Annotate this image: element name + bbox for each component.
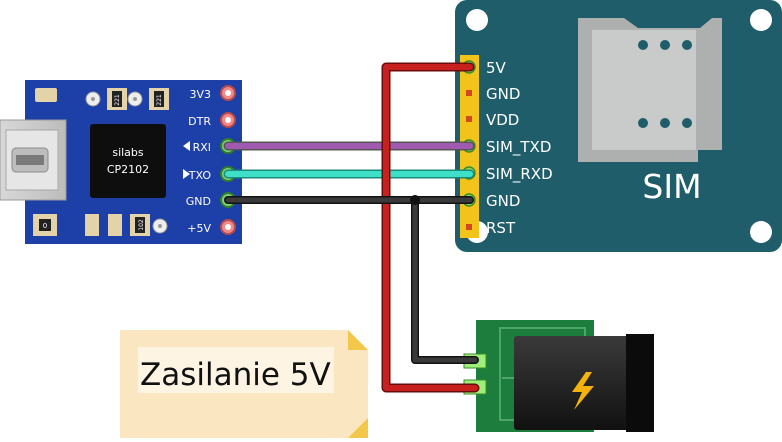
sim-pin-label-1: GND [486, 85, 520, 103]
small-part-label: 0 [43, 222, 47, 230]
junction-dot [410, 195, 420, 205]
mount-hole-icon [750, 221, 772, 243]
capacitor [85, 214, 99, 236]
arrow-right-icon [183, 169, 190, 179]
usb-pin-label-3: TXO [188, 169, 212, 182]
power-note: Zasilanie 5V [120, 330, 368, 438]
wire-group [223, 62, 480, 393]
cp2102-chip [90, 124, 166, 198]
mount-hole-icon [466, 9, 488, 31]
sim-pin-label-3: SIM_TXD [486, 138, 551, 157]
wire-gnd-jack [412, 197, 478, 363]
usb-pin-label-0: 3V3 [189, 88, 211, 101]
micro-usb-connector-icon [0, 119, 67, 201]
usb-pin-label-2: RXI [193, 141, 211, 154]
resistor-label: 102 [138, 219, 145, 231]
usb-pin-label-5: +5V [187, 222, 211, 235]
sim-pin-label-5: GND [486, 192, 520, 210]
resistor-label: 221 [114, 94, 121, 106]
sim-module: SIM 5V GND VDD SIM_TXD SIM_RXD GND RST [455, 0, 782, 252]
capacitor [35, 88, 57, 102]
capacitor [108, 214, 122, 236]
usb-pin-hole-5 [225, 224, 231, 230]
power-note-text: Zasilanie 5V [140, 357, 331, 393]
sim-pin-label-6: RST [486, 219, 516, 237]
sim-title: SIM [642, 167, 701, 206]
power-jack-module [463, 320, 654, 432]
usb-pin-label-4: GND [186, 195, 211, 208]
sim-pin-pad-6 [466, 224, 472, 230]
sim-card-slot-icon [578, 18, 722, 162]
sim-pin-label-2: VDD [486, 111, 519, 129]
resistor-label: 221 [156, 94, 163, 106]
chip-model: CP2102 [107, 163, 149, 176]
sim-pin-pad-1 [466, 90, 472, 96]
usb-pin-hole-1 [225, 117, 231, 123]
wire-5v [383, 64, 478, 391]
lightning-icon [572, 372, 594, 410]
sim-pin-pad-2 [466, 116, 472, 122]
sim-pin-label-0: 5V [486, 59, 507, 77]
chip-brand: silabs [112, 146, 144, 159]
usb-pin-label-1: DTR [188, 115, 211, 128]
arrow-left-icon [183, 141, 190, 151]
mount-hole-icon [750, 9, 772, 31]
usb-pin-hole-0 [225, 90, 231, 96]
sim-pin-label-4: SIM_RXD [486, 165, 553, 184]
